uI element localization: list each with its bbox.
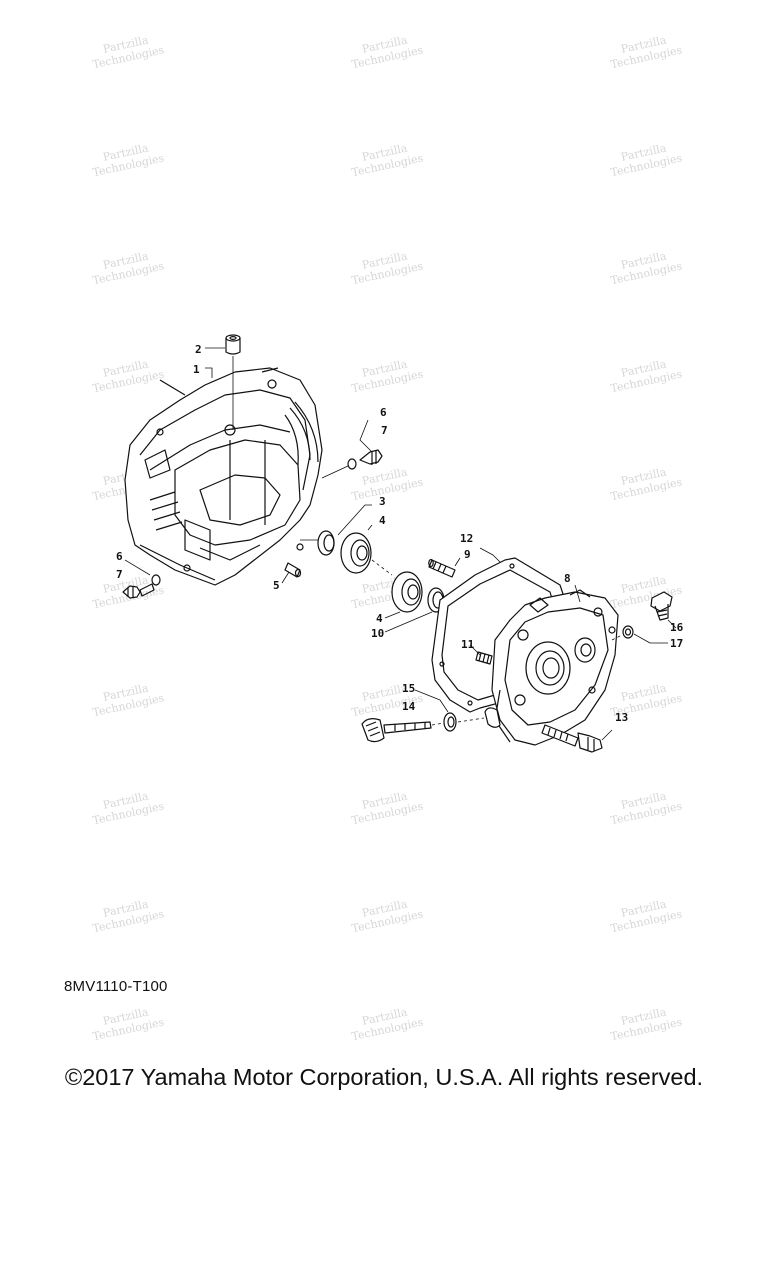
crankcase-body [124,367,323,586]
callout-12: 12 [460,532,473,545]
callout-8: 8 [564,572,571,585]
callout-5: 5 [273,579,280,592]
bearing-4-lower [391,571,423,613]
part-2-cap [225,334,241,355]
callout-7-lower: 7 [116,568,123,581]
callout-4-lower: 4 [376,612,383,625]
callout-11: 11 [461,638,475,651]
callout-6-upper: 6 [380,406,387,419]
callout-9: 9 [464,548,471,561]
bearing-4-upper [340,532,372,574]
callout-16: 16 [670,621,684,634]
o-ring-15 [443,712,457,732]
callout-2: 2 [195,343,202,356]
upper-bolt-washer [321,449,383,479]
callout-14: 14 [402,700,416,713]
dipstick-14 [361,718,432,743]
lower-bolt-washer [122,574,161,599]
dowel-pin-9 [428,558,456,578]
copyright-notice: ©2017 Yamaha Motor Corporation, U.S.A. A… [64,1064,704,1090]
callout-15: 15 [402,682,415,695]
callout-10: 10 [371,627,384,640]
callout-17: 17 [670,637,683,650]
callout-6-lower: 6 [116,550,123,563]
callout-7-upper: 7 [381,424,388,437]
callout-13: 13 [615,711,628,724]
oil-seal-3 [317,530,335,556]
callout-1: 1 [193,363,200,376]
o-ring-17 [622,625,634,639]
crankcase-cover-8 [484,589,619,746]
bolt-13 [541,724,603,753]
dowel-pin-5 [284,562,302,578]
callout-3: 3 [379,495,386,508]
callout-4-upper: 4 [379,514,386,527]
drain-plug-16 [650,591,673,621]
diagram-code: 8MV1110-T100 [64,978,168,995]
callout-numbers: 1 2 3 4 4 5 6 6 7 7 8 9 10 11 12 13 14 1… [116,343,684,724]
